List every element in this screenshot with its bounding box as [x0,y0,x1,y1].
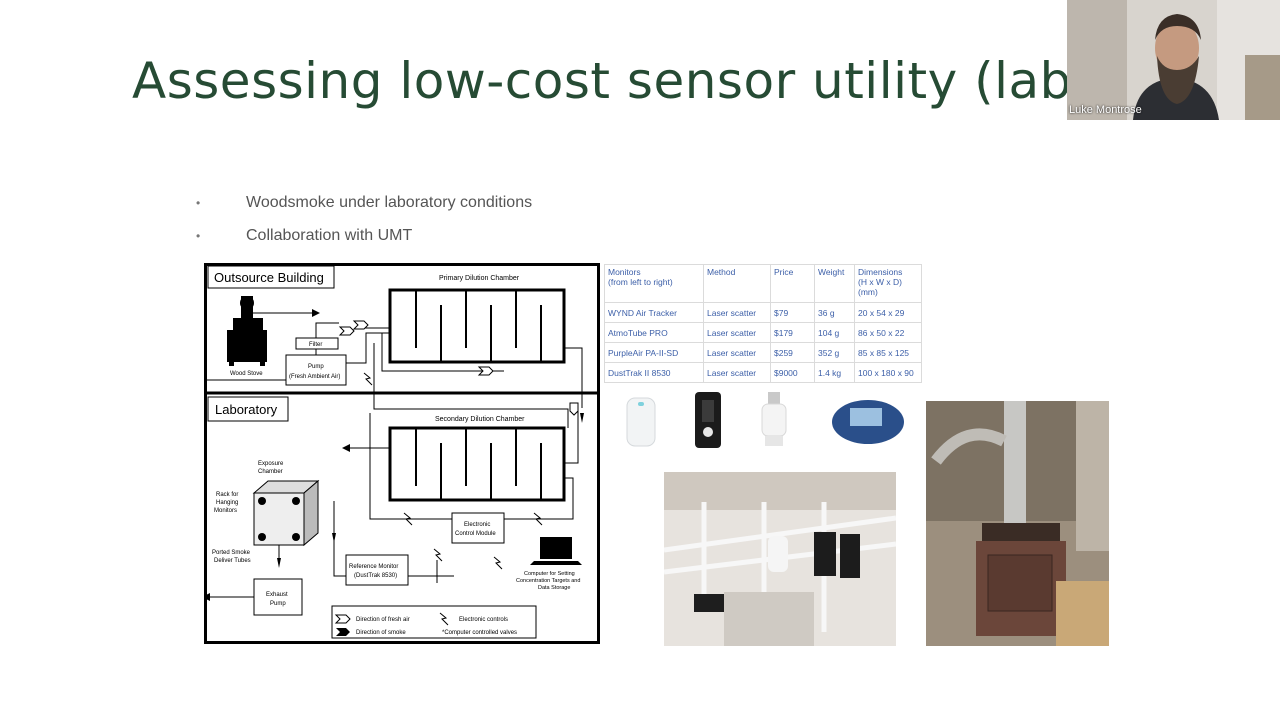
slide-title: Assessing low-cost sensor utility (lab) [132,52,1092,110]
table-header-row: Monitors(from left to right) Method Pric… [604,264,922,303]
cell-weight: 104 g [814,322,855,343]
header-dimensions: Dimensions(H x W x D)(mm) [854,264,922,303]
exposure-chamber-sublabel: Chamber [258,469,283,475]
cell-method: Laser scatter [703,342,771,363]
computer-sublabel-2: Data Storage [538,585,570,591]
cell-price: $179 [770,322,815,343]
cell-method: Laser scatter [703,362,771,383]
header-method: Method [703,264,771,303]
table-row: DustTrak II 8530 Laser scatter $9000 1.4… [604,362,922,383]
bullet-list: • Woodsmoke under laboratory conditions •… [196,186,532,252]
table-row: WYND Air Tracker Laser scatter $79 36 g … [604,302,922,323]
rack-label-2: Hanging [216,500,238,506]
laptop-icon [530,537,582,565]
legend-smoke: Direction of smoke [356,630,406,636]
exposure-chamber-label: Exposure [258,461,284,467]
wood-stove-photo [926,401,1109,646]
primary-chamber-label: Primary Dilution Chamber [439,275,520,282]
cell-dims: 85 x 85 x 125 [854,342,922,363]
monitors-table: Monitors(from left to right) Method Pric… [604,264,922,383]
exposure-chamber-photo [664,472,896,646]
legend-fresh-air: Direction of fresh air [356,617,410,623]
cell-price: $259 [770,342,815,363]
header-dims-unit: (mm) [858,287,878,297]
cell-name: WYND Air Tracker [604,302,704,323]
exposure-chamber-icon [252,479,320,547]
header-monitors: Monitors(from left to right) [604,264,704,303]
bullet-text: Collaboration with UMT [246,226,413,244]
pump-label: Pump [308,364,324,370]
reference-monitor-label: Reference Monitor [349,564,398,570]
header-dims-sub: (H x W x D) [858,277,902,287]
rack-label: Rack for [216,492,238,498]
pump-sublabel: (Fresh Ambient Air) [289,374,340,380]
header-dims-text: Dimensions [858,267,903,277]
lab-setup-diagram: Outsource Building Laboratory Primary Di… [176,263,600,644]
bullet-item: • Collaboration with UMT [196,219,532,252]
bullet-dot-icon: • [196,228,201,243]
outsource-building-label: Outsource Building [214,270,324,285]
cell-price: $79 [770,302,815,323]
table-row: PurpleAir PA-II-SD Laser scatter $259 35… [604,342,922,363]
header-weight: Weight [814,264,855,303]
rack-label-3: Monitors [214,508,237,514]
webcam-tile[interactable]: Luke Montrose [1067,0,1280,120]
header-price: Price [770,264,815,303]
legend-valves: *Computer controlled valves [442,630,517,636]
ported-tubes-label: Ported Smoke [212,550,251,556]
participant-name: Luke Montrose [1069,104,1142,116]
laboratory-label: Laboratory [215,402,278,417]
wood-stove-icon [227,296,267,366]
monitor-devices-photo [622,390,912,450]
exhaust-pump-label: Exhaust [266,592,288,598]
primary-dilution-chamber [388,288,566,364]
header-monitors-text: Monitors [608,267,641,277]
table-row: AtmoTube PRO Laser scatter $179 104 g 86… [604,322,922,343]
presenter-video [1067,0,1280,120]
secondary-chamber-label: Secondary Dilution Chamber [435,416,525,423]
control-module-label: Electronic [464,522,490,528]
diagram-legend [331,605,537,639]
cell-price: $9000 [770,362,815,383]
header-monitors-sub: (from left to right) [608,277,673,287]
ported-tubes-sublabel: Deliver Tubes [214,558,251,564]
control-module-sublabel: Control Module [455,531,496,537]
bullet-dot-icon: • [196,195,201,210]
cell-weight: 352 g [814,342,855,363]
cell-name: AtmoTube PRO [604,322,704,343]
cell-dims: 20 x 54 x 29 [854,302,922,323]
wood-stove-label: Wood Stove [230,371,263,377]
cell-name: DustTrak II 8530 [604,362,704,383]
computer-sublabel: Concentration Targets and [516,578,580,584]
cell-weight: 1.4 kg [814,362,855,383]
cell-name: PurpleAir PA-II-SD [604,342,704,363]
bullet-item: • Woodsmoke under laboratory conditions [196,186,532,219]
bullet-text: Woodsmoke under laboratory conditions [246,193,533,211]
cell-dims: 86 x 50 x 22 [854,322,922,343]
computer-label: Computer for Setting [524,571,575,577]
cell-weight: 36 g [814,302,855,323]
legend-electronic: Electronic controls [459,617,508,623]
cell-dims: 100 x 180 x 90 [854,362,922,383]
exhaust-pump-sublabel: Pump [270,601,286,607]
cell-method: Laser scatter [703,302,771,323]
cell-method: Laser scatter [703,322,771,343]
filter-label: Filter [309,342,322,348]
reference-monitor-sublabel: (DustTrak 8530) [354,573,397,579]
secondary-dilution-chamber [388,426,566,502]
